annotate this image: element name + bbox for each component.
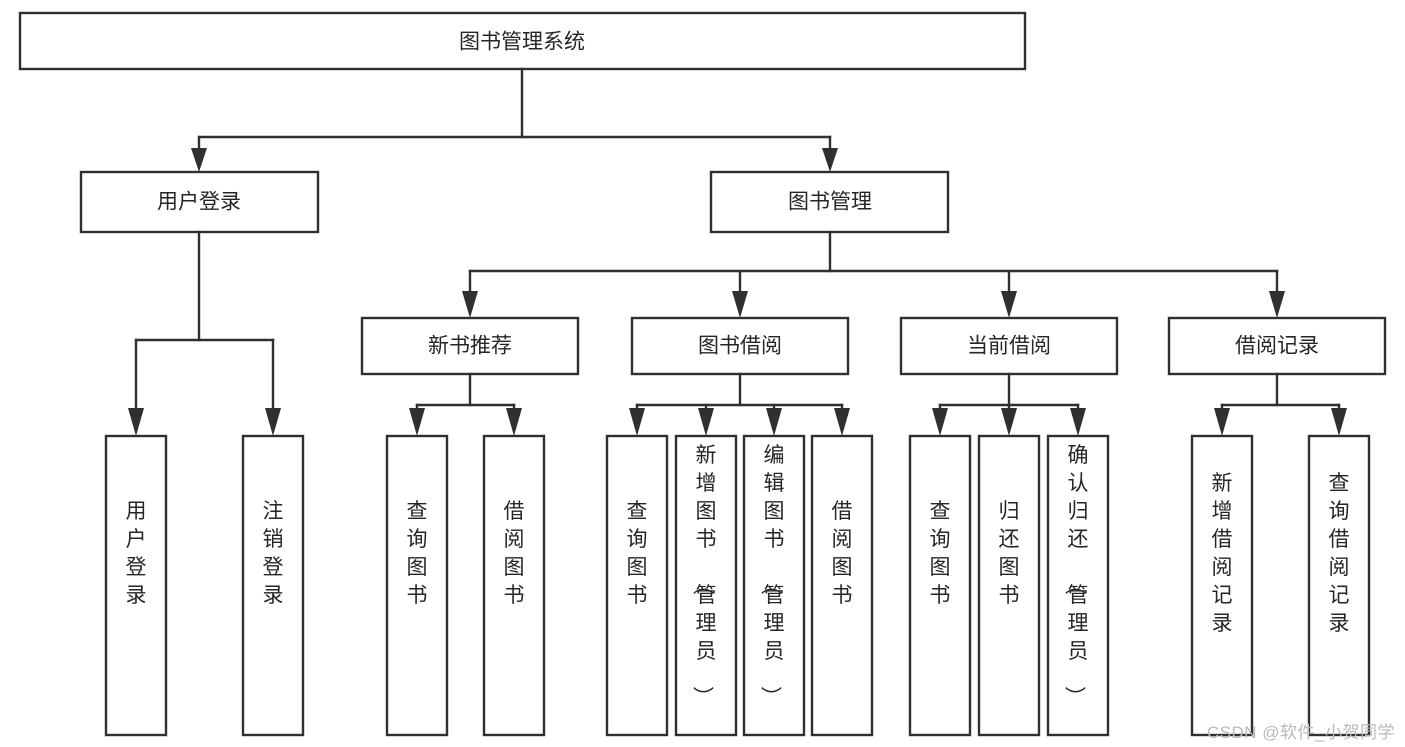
node-book-borrow-label: 图书借阅 [698,335,782,358]
node-user-login[interactable]: 用户登录 [79,170,320,234]
node-root[interactable]: 图书管理系统 [18,11,1027,71]
node-root-label: 图书管理系统 [459,31,585,54]
arrowhead-l3-borrow [732,291,748,318]
leaf-query-book-recommend[interactable]: 查询图书 [385,434,449,737]
leaf-add-book-admin[interactable]: 新增图书（管理员） [674,434,738,737]
node-borrow-records[interactable]: 借阅记录 [1167,316,1387,376]
node-new-book-recommend-label: 新书推荐 [428,335,512,358]
node-current-borrow-box [899,316,1119,376]
leaf-query-borrow-record-box [1307,434,1371,737]
node-borrow-records-label: 借阅记录 [1235,335,1319,358]
arrowhead-l3-current [1001,291,1017,318]
node-new-book-recommend[interactable]: 新书推荐 [360,316,580,376]
leaf-query-borrow-record[interactable]: 查询借阅记录 [1307,434,1371,737]
leaf-return-book-label: 归还图书 [999,500,1020,607]
arrowhead-leaf-edit-book [766,408,782,436]
leaf-add-borrow-record-box [1190,434,1254,737]
leaf-edit-book-admin-label: 编辑图书（管理员） [759,444,785,707]
node-book-management-label: 图书管理 [788,191,872,214]
leaf-confirm-return-admin-box [1046,434,1110,737]
leaf-query-book-current-box [908,434,972,737]
leaf-add-book-admin-label: 新增图书（管理员） [691,444,717,707]
leaf-borrow-book-borrow-label: 借阅图书 [832,500,853,607]
leaf-borrow-book-recommend-box [482,434,546,737]
node-root-box [18,11,1027,71]
leaf-add-borrow-record-label: 新增借阅记录 [1212,472,1233,635]
arrowhead-leaf-user-login [128,408,144,436]
leaf-confirm-return-admin[interactable]: 确认归还（管理员） [1046,434,1110,737]
node-book-management[interactable]: 图书管理 [709,170,950,234]
leaf-query-borrow-record-label: 查询借阅记录 [1329,472,1350,635]
arrowhead-leaf-query-book-3 [932,408,948,436]
arrowhead-leaf-confirm-return [1070,408,1086,436]
leaf-add-borrow-record[interactable]: 新增借阅记录 [1190,434,1254,737]
node-borrow-records-box [1167,316,1387,376]
leaf-query-book-borrow-label: 查询图书 [627,500,648,607]
leaf-return-book-box [977,434,1041,737]
leaf-borrow-book-borrow-box [810,434,874,737]
arrowhead-leaf-borrow-book-1 [506,408,522,436]
arrowhead-leaf-query-record [1331,408,1347,436]
arrowhead-l3-records [1269,291,1285,318]
leaf-logout[interactable]: 注销登录 [241,434,305,737]
node-current-borrow[interactable]: 当前借阅 [899,316,1119,376]
leaf-borrow-book-borrow[interactable]: 借阅图书 [810,434,874,737]
leaf-logout-box [241,434,305,737]
node-book-borrow-box [630,316,850,376]
node-book-borrow[interactable]: 图书借阅 [630,316,850,376]
leaf-borrow-book-recommend[interactable]: 借阅图书 [482,434,546,737]
leaf-query-book-current-label: 查询图书 [930,500,951,607]
node-new-book-recommend-box [360,316,580,376]
csdn-watermark: CSDN @软件_小贺同学 [1206,723,1395,742]
arrowhead-leaf-query-book-2 [629,408,645,436]
leaf-add-book-admin-box [674,434,738,737]
arrowhead-leaf-borrow-book-2 [834,408,850,436]
arrowhead-leaf-query-book-1 [409,408,425,436]
leaf-query-book-borrow-box [605,434,669,737]
leaf-logout-label: 注销登录 [263,500,284,607]
node-book-management-box [709,170,950,234]
arrowhead-leaf-return-book [1001,408,1017,436]
leaf-return-book[interactable]: 归还图书 [977,434,1041,737]
leaf-user-login-box [104,434,168,737]
leaf-user-login[interactable]: 用户登录 [104,434,168,737]
leaf-query-book-borrow[interactable]: 查询图书 [605,434,669,737]
leaf-confirm-return-admin-label: 确认归还（管理员） [1063,444,1089,707]
leaf-edit-book-admin[interactable]: 编辑图书（管理员） [742,434,806,737]
leaf-edit-book-admin-box [742,434,806,737]
arrowhead-leaf-logout [265,408,281,436]
arrowhead-leaf-add-book [698,408,714,436]
node-current-borrow-label: 当前借阅 [967,335,1051,358]
arrowhead-leaf-add-record [1214,408,1230,436]
arrowhead-l2-book [822,148,838,172]
arrowhead-l3-new-books [462,291,478,318]
leaf-query-book-recommend-box [385,434,449,737]
leaf-query-book-current[interactable]: 查询图书 [908,434,972,737]
node-user-login-label: 用户登录 [157,191,241,214]
arrowhead-l2-user [191,148,207,172]
leaf-query-book-recommend-label: 查询图书 [407,500,428,607]
leaf-user-login-label: 用户登录 [126,500,147,607]
leaf-borrow-book-recommend-label: 借阅图书 [504,500,525,607]
